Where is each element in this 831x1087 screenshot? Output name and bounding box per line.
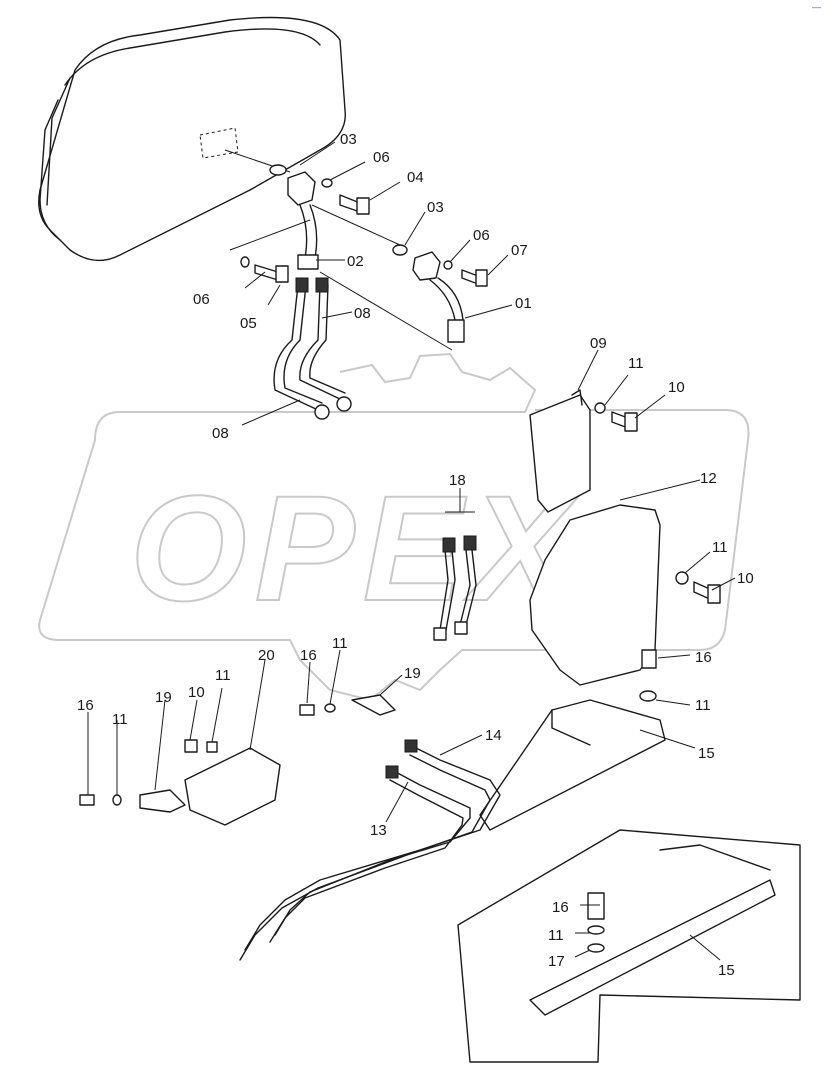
label-08: 08 (354, 305, 371, 322)
hoses-08 (273, 277, 352, 420)
label-17: 17 (548, 953, 565, 970)
plate-15-upper (479, 699, 666, 831)
label-09: 09 (590, 335, 607, 352)
label-11: 11 (215, 667, 231, 684)
label-03: 03 (427, 199, 444, 216)
hydraulic-tank (38, 16, 346, 262)
label-19: 19 (404, 665, 421, 682)
suction-pipes (224, 149, 488, 351)
label-10: 10 (188, 684, 205, 701)
label-19: 19 (155, 689, 172, 706)
bolts-right (639, 649, 657, 702)
label-01: 01 (515, 295, 532, 312)
pipes-13-14 (239, 739, 501, 961)
label-12: 12 (700, 470, 717, 487)
hoses-18 (433, 535, 477, 641)
label-03: 03 (340, 131, 357, 148)
label-11: 11 (628, 355, 644, 372)
label-16: 16 (695, 649, 712, 666)
label-16: 16 (77, 697, 94, 714)
label-16: 16 (552, 899, 569, 916)
label-11: 11 (112, 711, 128, 728)
label-15: 15 (718, 962, 735, 979)
label-07: 07 (511, 242, 528, 259)
label-13: 13 (370, 822, 387, 839)
label-04: 04 (407, 169, 424, 186)
label-16: 16 (300, 647, 317, 664)
part-labels: 03 06 04 03 06 07 01 02 06 05 08 08 09 1… (77, 131, 754, 979)
label-05: 05 (240, 315, 257, 332)
label-18: 18 (449, 472, 466, 489)
label-11: 11 (695, 697, 711, 714)
label-08: 08 (212, 425, 229, 442)
label-11: 11 (332, 635, 348, 652)
cover-brackets (529, 389, 721, 686)
clamps-left (79, 694, 396, 826)
label-06: 06 (373, 149, 390, 166)
watermark: OPEX (38, 352, 750, 702)
label-11: 11 (548, 927, 564, 944)
label-15: 15 (698, 745, 715, 762)
label-02: 02 (347, 253, 364, 270)
label-20: 20 (258, 647, 275, 664)
label-11: 11 (712, 539, 728, 556)
label-06: 06 (473, 227, 490, 244)
watermark-text: OPEX (130, 464, 579, 632)
detail-inset (457, 829, 801, 1063)
label-10: 10 (737, 570, 754, 587)
label-10: 10 (668, 379, 685, 396)
leader-lines (87, 141, 736, 961)
label-06: 06 (193, 291, 210, 308)
corner-mark: — (812, 2, 821, 12)
label-14: 14 (485, 727, 502, 744)
